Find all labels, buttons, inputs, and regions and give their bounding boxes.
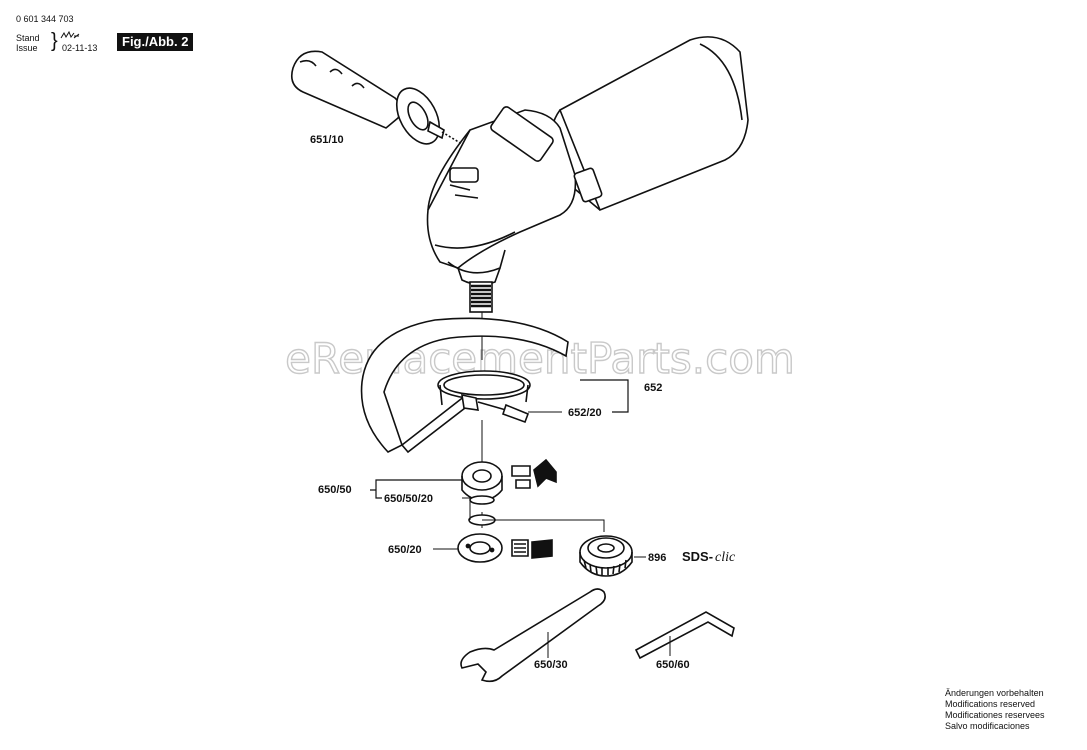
label-sds-clic: clic [715,550,736,565]
label-650-50-20: 650/50/20 [384,493,433,505]
disclaimer-line: Änderungen vorbehalten [945,688,1044,698]
label-650-60: 650/60 [656,659,690,671]
side-handle [290,50,463,145]
label-650-20: 650/20 [388,544,422,556]
label-651-10: 651/10 [310,134,344,146]
wheel-guard [360,317,569,454]
label-650-50: 650/50 [318,484,352,496]
clamping-nut [457,533,553,563]
quick-nut-bracket [482,519,605,532]
hex-key [634,611,735,660]
two-pin-spanner [460,588,606,683]
header-brace: } [51,30,58,52]
label-650-30: 650/30 [534,659,568,671]
guard-assembly-bracket [580,379,629,413]
label-896: 896 [648,552,666,564]
disclaimer-line: Modifications reserved [945,699,1036,709]
grinder-body [426,36,749,313]
stand-label: Stand [16,33,40,43]
modifications-disclaimer: Änderungen vorbehalten Modifications res… [945,688,1045,732]
issue-date: 02-11-13 [62,43,98,53]
mounting-flange [461,458,557,526]
flange-bracket [370,479,462,499]
label-sds-prefix: SDS- [682,549,713,564]
disclaimer-line: Modificationes reservees [945,710,1045,720]
quick-clamping-nut [579,535,633,577]
issue-label: Issue [16,43,38,53]
figure-label: Fig./Abb. 2 [117,33,194,51]
stand-signature-mark [60,31,80,39]
document-number: 0 601 344 703 [16,14,74,24]
label-652: 652 [644,382,662,394]
label-652-20: 652/20 [568,407,602,419]
disclaimer-line: Salvo modificaciones [945,721,1030,731]
